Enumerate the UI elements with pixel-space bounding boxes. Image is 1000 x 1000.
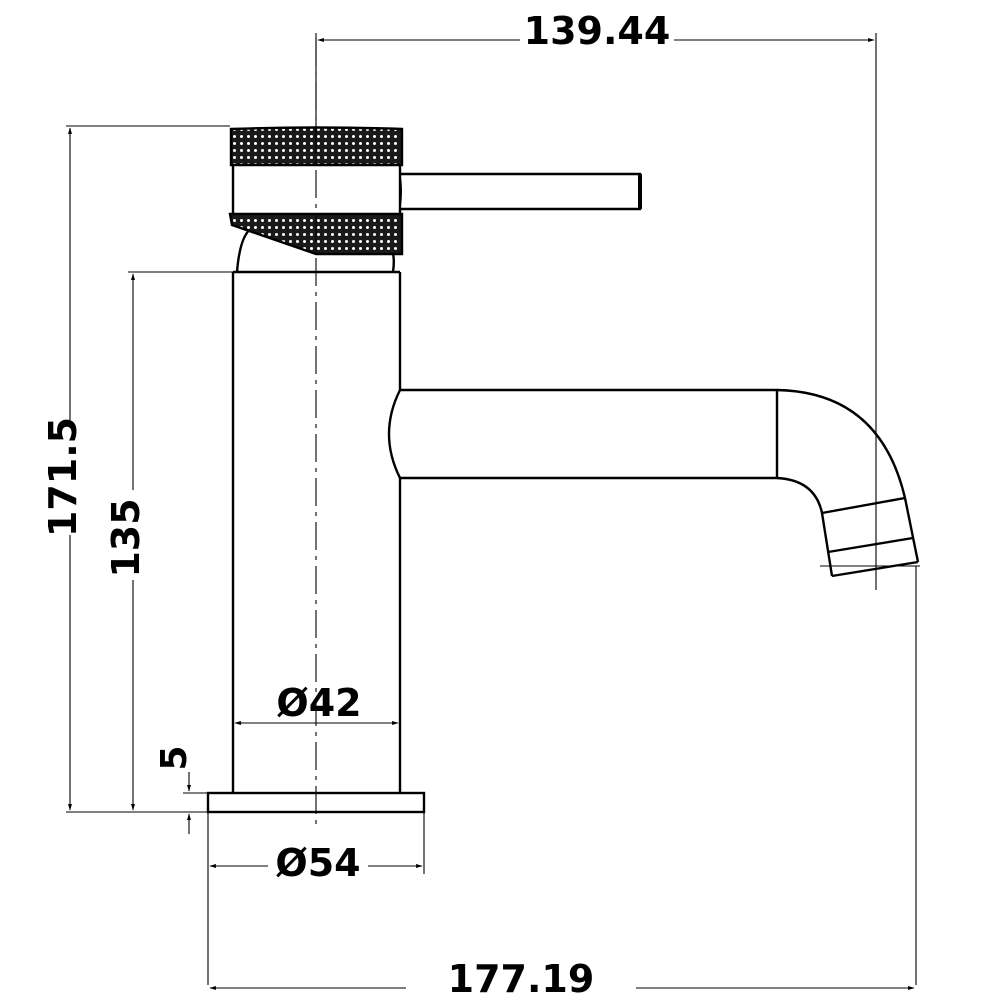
dim-label-139-44: 139.44 xyxy=(524,9,671,53)
tap-body xyxy=(231,270,402,793)
spout xyxy=(387,388,920,578)
lever-handle xyxy=(399,172,642,211)
dim-label-dia-42: Ø42 xyxy=(276,681,361,725)
dimension-139-44: 139.44 xyxy=(315,9,877,590)
handle-neck xyxy=(235,226,253,273)
dimension-171-5: 171.5 xyxy=(41,125,230,813)
aerator xyxy=(820,496,920,578)
tap-drawing xyxy=(206,38,920,830)
dimension-dia-42: Ø42 xyxy=(234,681,399,725)
dim-label-135: 135 xyxy=(104,498,148,577)
dim-label-dia-54: Ø54 xyxy=(275,841,360,885)
dim-label-171-5: 171.5 xyxy=(41,417,85,537)
dimension-135: 135 xyxy=(104,271,233,811)
dim-label-5: 5 xyxy=(154,745,195,770)
dimension-5: 5 xyxy=(154,745,208,834)
dim-label-177-19: 177.19 xyxy=(448,957,595,1000)
dimension-dia-54: Ø54 xyxy=(207,812,425,985)
dimension-177-19: 177.19 xyxy=(209,565,920,1000)
